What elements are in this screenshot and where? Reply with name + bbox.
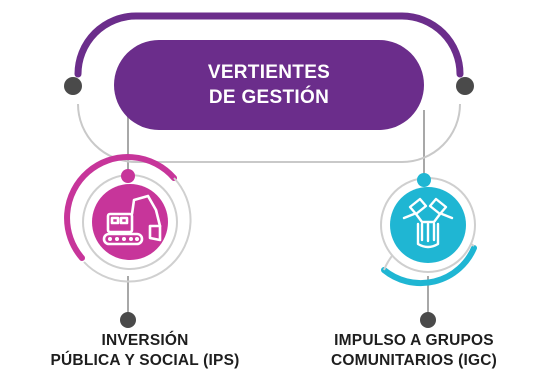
title-frame-left-dot [64, 77, 82, 95]
title-frame-right-dot [456, 77, 474, 95]
ips-caption-line-2: PÚBLICA Y SOCIAL (IPS) [50, 352, 240, 369]
igc-bottom-dot [420, 312, 436, 328]
igc-top-dot [417, 173, 431, 187]
title-line-2: DE GESTIÓN [208, 87, 330, 108]
igc-node [380, 173, 477, 328]
igc-caption-line-2: COMUNITARIOS (IGC) [330, 352, 498, 369]
title-pill [114, 40, 424, 130]
joined-hands-icon [402, 197, 454, 249]
ips-outer-arc [64, 154, 177, 261]
ips-outer-arc-gray [83, 177, 192, 283]
igc-caption-line-1: IMPULSO A GRUPOS [334, 332, 494, 349]
ips-top-dot [121, 169, 135, 183]
ips-bottom-dot [120, 312, 136, 328]
ips-caption-line-1: INVERSIÓN [101, 332, 189, 349]
ips-caption: INVERSIÓN PÚBLICA Y SOCIAL (IPS) [10, 331, 280, 371]
ips-inner-disk [92, 184, 168, 260]
igc-caption: IMPULSO A GRUPOS COMUNITARIOS (IGC) [290, 331, 538, 371]
title-frame-top-arc [74, 12, 464, 78]
ips-node [64, 154, 192, 328]
title-frame-bottom-arc [77, 103, 461, 163]
title-line-1: VERTIENTES [207, 62, 331, 83]
excavator-icon [102, 194, 162, 246]
title: VERTIENTES DE GESTIÓN [172, 60, 366, 110]
igc-outer-arc [381, 245, 477, 287]
